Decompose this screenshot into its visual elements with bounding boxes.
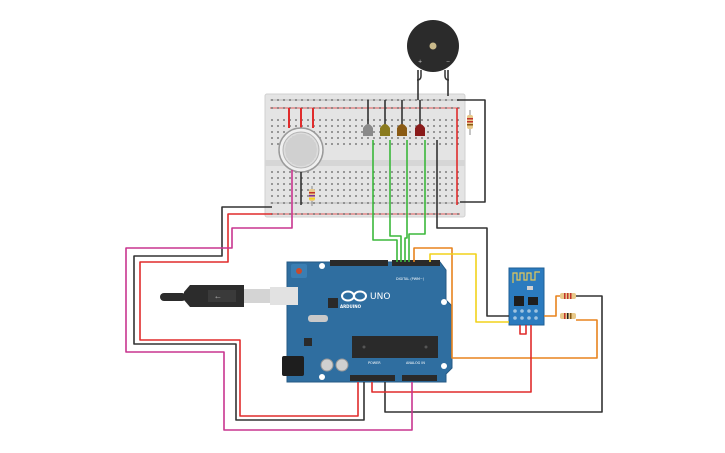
buzzer-plus-label: + [418,59,422,65]
leds [363,100,425,136]
wire-red-9[interactable] [519,325,527,335]
buzzer-minus-label: − [446,59,450,65]
wire-orange-10[interactable] [544,295,560,317]
reset-button[interactable] [296,268,302,274]
resistor-breadboard-right[interactable] [467,110,473,135]
wire-black-6[interactable] [436,140,509,317]
arduino-model: UNO [370,292,390,302]
wire-black-12[interactable] [133,206,365,421]
wire-green-2[interactable] [404,140,408,262]
power-header-label: POWER [368,361,381,365]
resistor-sensor[interactable] [309,186,315,206]
wire-red-11[interactable] [139,213,359,417]
breadboard-holes [271,99,459,215]
led-2[interactable] [397,100,407,136]
wire-green-0[interactable] [372,140,398,262]
usb-icon: ⭠ [215,293,221,301]
wire-green-1[interactable] [389,140,402,262]
arduino-logo-icon [341,290,367,302]
buzzer[interactable]: + − [407,20,459,81]
wire-red-8[interactable] [371,325,532,393]
analog-header-label: ANALOG IN [406,361,425,365]
wire-green-3[interactable] [408,140,426,262]
led-0[interactable] [363,100,373,136]
led-3[interactable] [415,100,425,136]
wire-yellow-5[interactable] [429,253,509,323]
breadboard[interactable] [264,93,466,218]
digital-header-label: DIGITAL (PWM~) [396,277,425,281]
wires [125,70,603,431]
usb-cable[interactable]: ⭠ [160,285,298,307]
wire-black-7[interactable] [384,295,603,413]
esp-pins [513,309,538,320]
wire-black-14[interactable] [457,99,486,203]
esp8266-module[interactable] [508,267,545,326]
resistor-esp-1[interactable] [560,293,576,299]
arduino-uno[interactable]: ARDUINO UNO DIGITAL (PWM~) POWER ANALOG … [282,260,453,383]
arduino-brand: ARDUINO [340,304,362,309]
resistor-esp-2[interactable] [560,313,576,319]
wire-magenta-13[interactable] [125,170,413,431]
gas-sensor[interactable] [278,108,324,173]
led-1[interactable] [380,100,390,136]
wire-orange-4[interactable] [413,247,598,359]
